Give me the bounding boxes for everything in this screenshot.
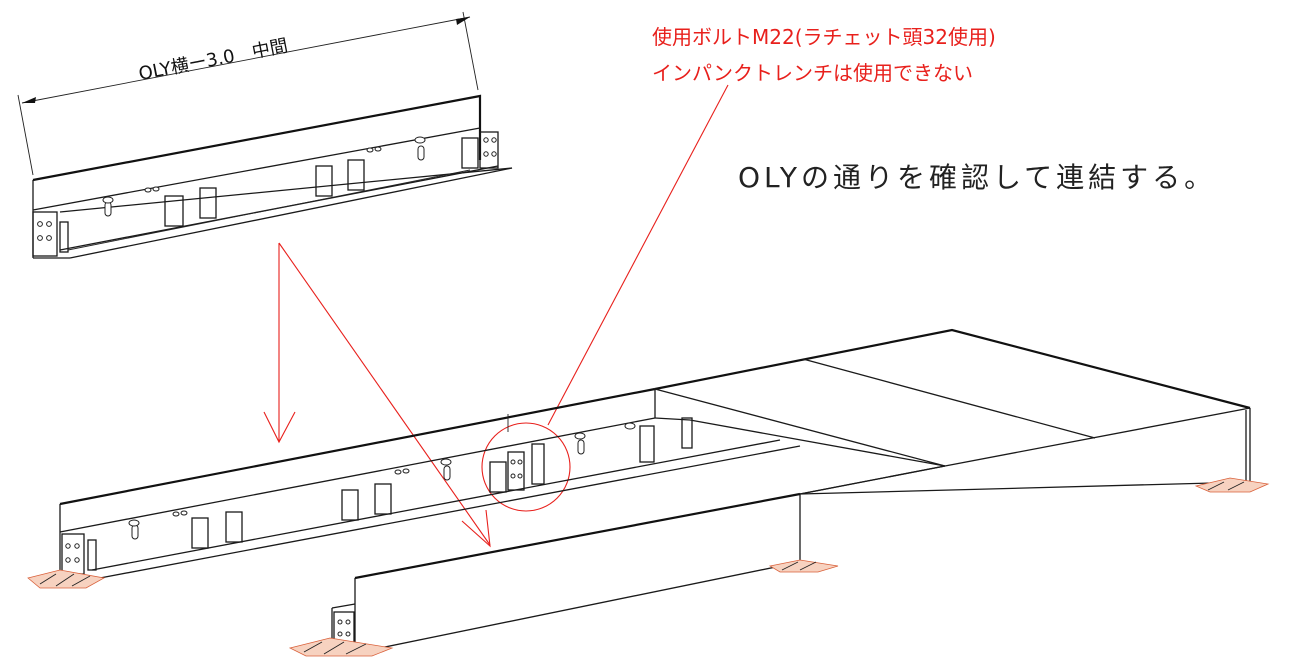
oly-beam-detached bbox=[32, 94, 513, 259]
red-guides bbox=[263, 84, 729, 548]
support-pads bbox=[27, 477, 1270, 657]
dimension-label: OLY横ー3.0 中間 bbox=[137, 35, 290, 85]
bolt-note-line2: インパンクトレンチは使用できない bbox=[652, 61, 973, 85]
dimension-line: OLY横ー3.0 中間 bbox=[17, 11, 479, 176]
bolt-note-line1: 使用ボルトM22(ラチェット頭32使用) bbox=[652, 25, 996, 49]
instruction-text: OLYの通りを確認して連結する。 bbox=[738, 161, 1216, 194]
assembled-structure bbox=[59, 328, 1251, 649]
